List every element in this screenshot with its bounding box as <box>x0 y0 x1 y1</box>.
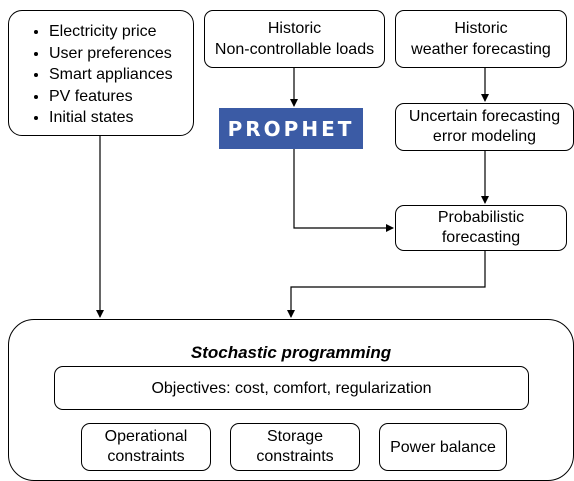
prophet-logo-text: PROPHET <box>227 116 355 141</box>
operational-label-line-1: Operational <box>104 428 188 445</box>
power-balance-label: Power balance <box>390 438 496 456</box>
uncertain-error-modeling-box: Uncertain forecasting error modeling <box>395 103 574 151</box>
historic-weather-box: Historic weather forecasting <box>395 10 567 68</box>
probabilistic-label-line-2: forecasting <box>441 229 521 246</box>
list-item: Smart appliances <box>49 64 173 86</box>
uncertain-error-label-line-2: error modeling <box>432 128 537 145</box>
list-item: Initial states <box>49 107 173 129</box>
inputs-list: Electricity price User preferences Smart… <box>9 21 173 129</box>
objectives-box: Objectives: cost, comfort, regularizatio… <box>54 366 529 410</box>
historic-loads-label-line-1: Historic <box>267 20 322 37</box>
historic-loads-box: Historic Non-controllable loads <box>204 10 385 68</box>
stochastic-title: Stochastic programming <box>190 343 392 362</box>
historic-weather-label-line-1: Historic <box>454 20 508 37</box>
list-item: PV features <box>49 86 173 108</box>
storage-constraints-box: Storage constraints <box>230 423 360 471</box>
operational-constraints-box: Operational constraints <box>81 423 211 471</box>
prophet-logo: PROPHET <box>219 108 363 149</box>
arrow-prophet-to-probabilistic <box>293 149 394 232</box>
storage-label-line-1: Storage <box>266 428 324 445</box>
probabilistic-forecasting-box: Probabilistic forecasting <box>395 205 567 251</box>
power-balance-box: Power balance <box>379 423 507 471</box>
probabilistic-label-line-1: Probabilistic <box>437 209 525 226</box>
objectives-label: Objectives: cost, comfort, regularizatio… <box>151 379 432 397</box>
historic-weather-label-line-2: weather forecasting <box>411 41 551 58</box>
list-item: User preferences <box>49 43 173 65</box>
storage-label-line-2: constraints <box>256 448 334 465</box>
historic-loads-label-line-2: Non-controllable loads <box>214 41 375 58</box>
inputs-box: Electricity price User preferences Smart… <box>8 10 194 136</box>
list-item: Electricity price <box>49 21 173 43</box>
uncertain-error-label-line-1: Uncertain forecasting <box>408 108 561 125</box>
operational-label-line-2: constraints <box>107 448 185 465</box>
arrow-probabilistic-to-stochastic <box>287 251 486 318</box>
